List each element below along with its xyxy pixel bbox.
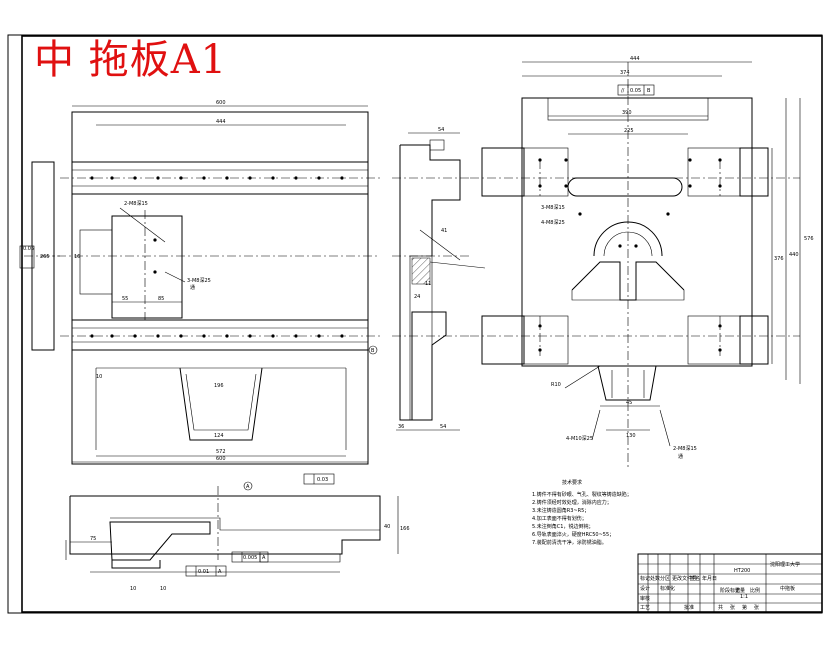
dim-section-right: 166 [400,526,410,532]
tb-sheet: 共 [718,604,723,611]
note-item: 1.铸件不得有砂眼、气孔、裂纹等铸造缺陷； [532,491,632,498]
gdt-datum-a: A [246,484,250,490]
gdt-datum: B [647,88,651,94]
dim-bottom-a: 36 [398,424,404,430]
technical-notes: 技术要求 1.铸件不得有砂眼、气孔、裂纹等铸造缺陷； 2.铸件须经时效处理，消除… [532,479,632,546]
dim-height-c: 376 [774,256,784,262]
callout-holes-d-r: 2-M8深15 [673,445,697,452]
dim-bottom-b: 54 [440,424,446,430]
tb-row-label-b: 设计 [640,585,650,592]
dim-small: 45 [626,400,632,406]
dim-height-b: 440 [789,252,799,258]
callout-holes-a-r: 3-M8深15 [541,204,565,211]
callout-holes-d-sub: 通 [678,453,683,460]
dim-offset-b: 85 [158,296,164,302]
dim-offset-a: 55 [122,296,128,302]
dim-overall-width: 600 [216,100,226,106]
dim-slot: 124 [214,433,224,439]
tb-scale: 1:1 [740,594,748,600]
callout-holes-a: 2-M8深15 [124,200,148,207]
tb-row-label-b: 标准化 [660,585,675,592]
tb-sheet: 张 [754,604,759,611]
tb-row-label: 处数 [650,575,660,582]
dim-width-b: 390 [622,110,632,116]
dim-step-a: 11 [425,281,431,287]
dim-step-b: 24 [414,294,420,300]
gdt-flatness-left: 0.05 [23,246,34,252]
dim-angle: 41 [441,228,447,234]
note-item: 4.加工表面不得有划伤； [532,515,587,522]
tb-row-label: 分区 [660,575,670,582]
gdt-flatness-section: 0.03 [317,477,328,483]
right-view: // 0.05 B 444 374 390 225 576 440 376 R1… [470,56,814,470]
tb-row-label-b: 批准 [684,604,694,611]
right-view-holes [538,158,722,352]
tb-row-label: 标记 [640,575,650,582]
note-item: 3.未注铸造圆角R3~R5； [532,507,589,514]
tb-row-label: 年月日 [702,575,717,582]
gdt-parallel: 0.01 [198,569,209,575]
tb-university: 沈阳理工大学 [770,561,800,568]
dim-section-depth-a: 10 [130,586,136,592]
tb-part-name: 中拖板 [780,585,795,592]
note-item: 6.导轨表面淬火，硬度HRC50~55； [532,531,614,538]
dim-overall-width-r: 444 [630,56,640,62]
gdt-value: 0.05 [630,88,641,94]
gdt-perp-datum: A [262,555,266,561]
callout-holes-b: 3-M8深25 [187,277,211,284]
tb-material: HT200 [734,568,750,574]
note-item: 2.铸件须经时效处理，消除内应力； [532,499,612,506]
dim-inner-width: 444 [216,119,226,125]
gdt-ref-b: B [371,348,375,354]
tb-sheet: 第 [742,604,747,611]
drawing-title: 中 拖板A1 [34,37,228,83]
dim-top: 54 [438,127,444,133]
dim-bottom-inner: 572 [216,449,226,455]
dim-height-a: 576 [804,236,814,242]
gdt-perp: 0.005 [243,555,257,561]
dim-fillet: 10 [96,374,102,380]
notes-heading: 技术要求 [562,479,582,486]
inner-border [21,35,823,613]
gdt-parallel-datum: A [218,569,222,575]
left-view-holes [90,176,344,338]
dim-left-height: 265 [40,254,50,260]
dim-width-c: 225 [624,128,634,134]
outer-border [7,34,823,614]
dim-section-depth-b: 10 [160,586,166,592]
tb-row-label-b: 工艺 [640,605,650,611]
title-block: HT200 沈阳理工大学 中拖板 1:1 阶段标记 重量 比例 标记 处数 分区… [637,553,823,613]
tb-col: 重量 [735,587,745,594]
tb-row-label-b: 审核 [640,595,650,602]
dim-slot-top: 196 [214,383,224,389]
dim-section-left: 75 [90,536,96,542]
dim-radius: R10 [551,382,561,388]
section-view: A 0.03 0.01 A 0.005 A 75 40 166 10 10 [65,473,410,592]
tb-sheet: 张 [730,604,735,611]
tb-col: 比例 [750,587,760,594]
tb-col: 阶段标记 [720,587,740,594]
dim-bottom-outer: 600 [216,456,226,462]
middle-view: 54 41 11 24 36 54 B [368,127,486,431]
tb-row-label: 签名 [690,575,700,582]
callout-holes-b-sub: 通 [190,284,195,291]
dim-bottom-slot: 130 [626,433,636,439]
callout-holes-b-r: 4-M8深25 [541,219,565,226]
gdt-symbol: // [621,88,625,94]
note-item: 5.未注倒角C1，锐边倒钝； [532,523,593,530]
dim-section-total: 40 [384,524,390,530]
left-view: 600 444 572 600 55 85 196 124 10 265 16 … [19,100,380,465]
dim-inner-width-r: 374 [620,70,630,76]
callout-holes-c-r: 4-M10深25 [566,435,593,442]
dim-right-label: 16 [74,254,80,260]
tb-row-label: 更改文件号 [672,575,697,582]
note-item: 7.装配前清洗干净，涂防锈油脂。 [532,539,607,546]
